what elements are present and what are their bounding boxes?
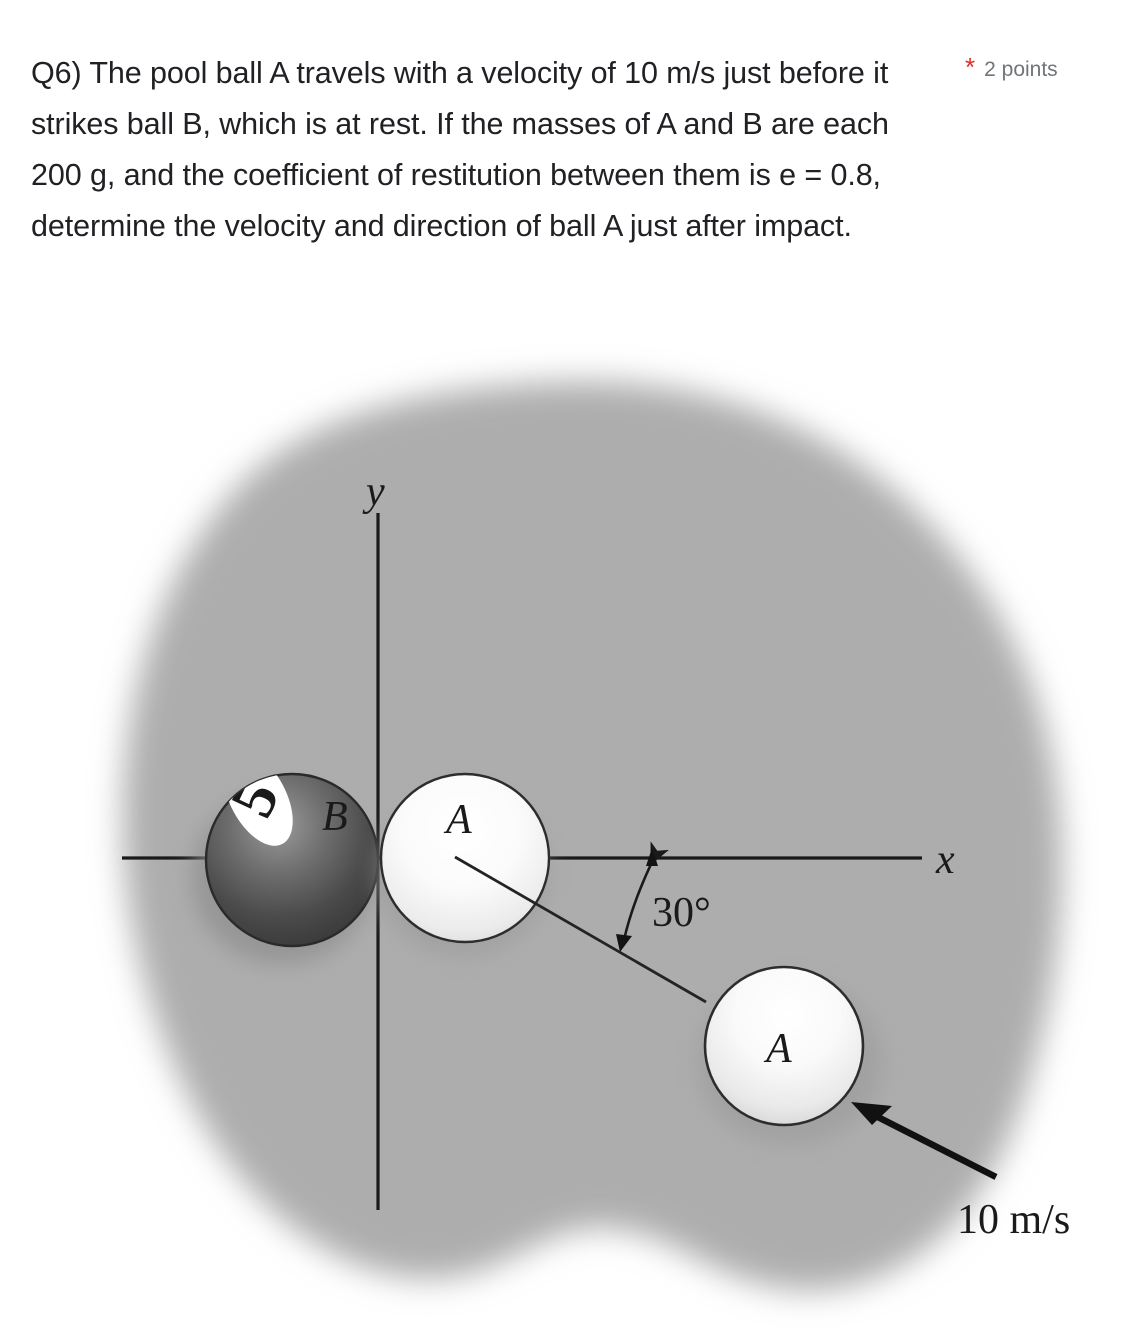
ball-a-incoming-group: A <box>698 965 882 1144</box>
velocity-arrow-group: 10 m/s <box>851 1102 1070 1243</box>
angle-annotation-group: 30° <box>616 841 711 952</box>
angle-arrowhead-bottom <box>616 934 632 952</box>
question-text: Q6) The pool ball A travels with a veloc… <box>31 56 889 243</box>
ball-a-incoming-label: A <box>763 1026 792 1072</box>
angle-label: 30° <box>652 890 711 936</box>
velocity-direction-line <box>454 855 707 1004</box>
y-axis-label: y <box>362 469 385 515</box>
velocity-arrow-shaft <box>864 1108 998 1180</box>
ball-a-origin-sphere <box>379 772 551 944</box>
ball-b-label: B <box>322 794 348 840</box>
ball-a-incoming-sphere <box>703 965 865 1127</box>
question-block: Q6) The pool ball A travels with a veloc… <box>0 0 1144 330</box>
required-asterisk-icon: * <box>965 52 976 82</box>
points-label: 2 points <box>984 58 1058 81</box>
ball-a-origin-label: A <box>443 797 472 843</box>
angle-arrowhead-top <box>646 848 658 866</box>
figure-svg: y x 5 B A 30° A 10 <box>122 381 1070 1291</box>
velocity-label: 10 m/s <box>957 1197 1070 1243</box>
velocity-arrow-head <box>851 1102 892 1125</box>
ball-a-origin-group: A <box>376 772 551 956</box>
angle-arc <box>622 841 669 941</box>
points-area: * 2 points <box>965 52 1058 83</box>
figure-diagram: y x 5 B A 30° A 10 <box>0 330 1144 1328</box>
x-axis-label: x <box>935 837 955 883</box>
